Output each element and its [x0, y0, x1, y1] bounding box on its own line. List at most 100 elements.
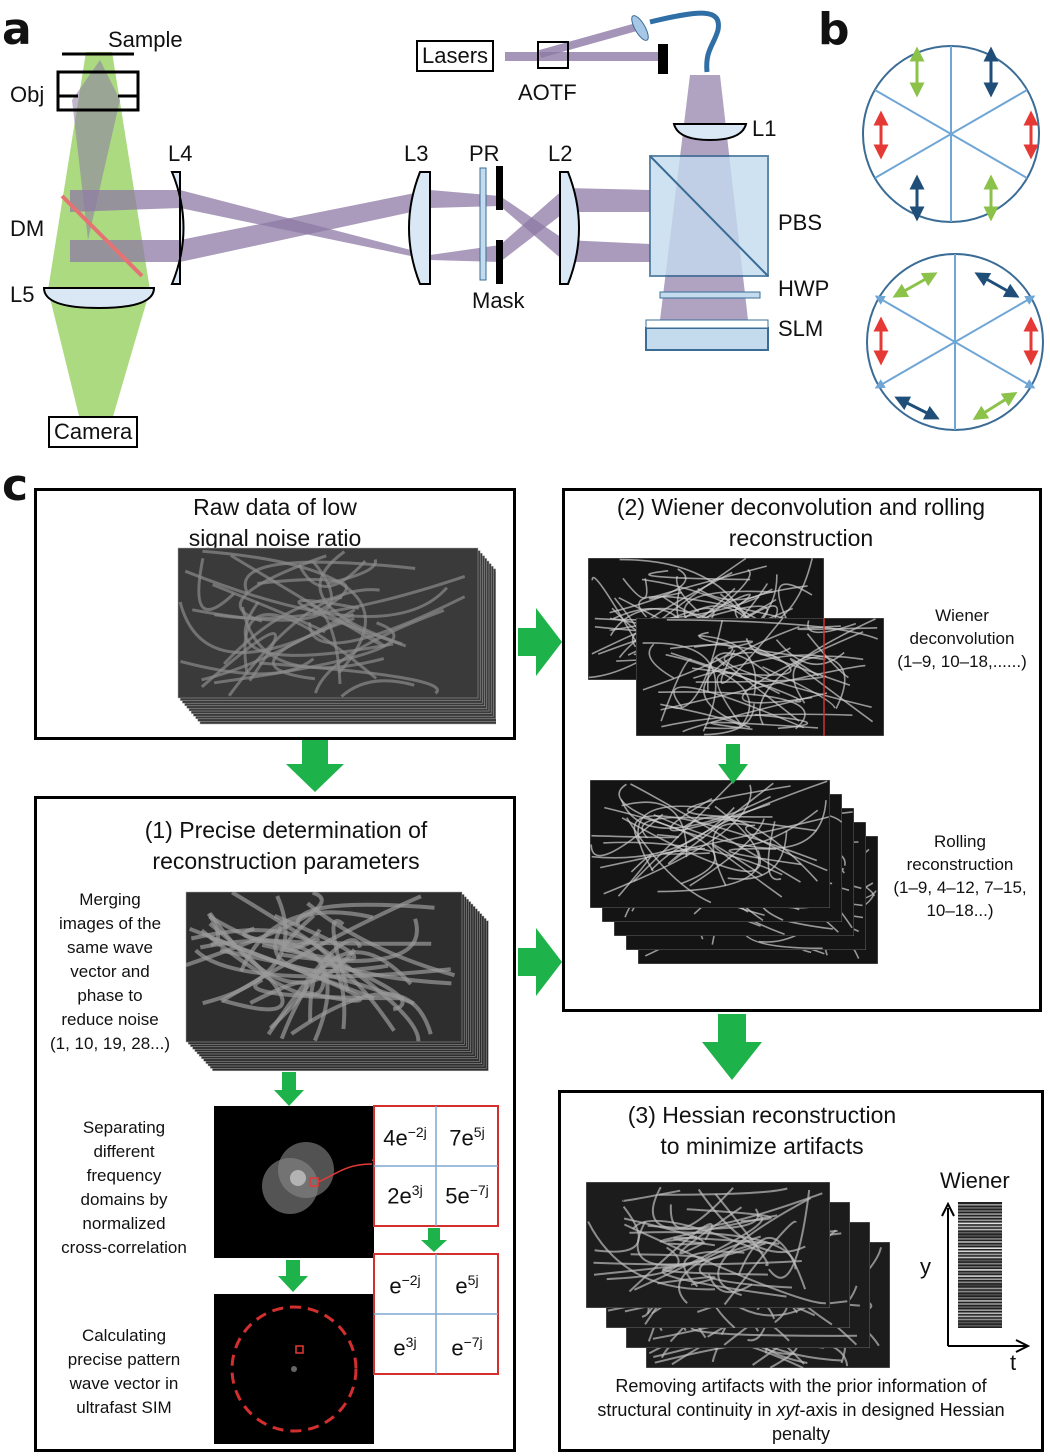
filament: [733, 1303, 812, 1317]
kymograph-stripe: [958, 1244, 1002, 1246]
kymograph-stripe: [958, 1306, 1002, 1308]
kymograph-stripe: [958, 1262, 1002, 1265]
wiener-deconvolution-images: [588, 558, 884, 736]
green-emission-beam: [48, 52, 150, 420]
dichroic-mirror: [60, 194, 144, 278]
filament: [308, 595, 466, 645]
step2-box: [562, 488, 1042, 1012]
kymograph-stripe: [958, 1204, 1002, 1206]
kymograph-stripe: [958, 1250, 1002, 1253]
separate-line: Separating: [82, 1118, 166, 1137]
arrow-step1-to-step2: [518, 928, 562, 996]
calc-text: Calculating precise pattern wave vector …: [44, 1324, 204, 1420]
filament: [684, 816, 818, 882]
filament: [609, 568, 687, 614]
kymograph-stripe: [958, 1225, 1002, 1228]
filament: [767, 821, 782, 881]
kymograph-stripe: [958, 1312, 1002, 1315]
raw-data-box: [34, 488, 516, 740]
kymograph-stripe: [958, 1247, 1002, 1249]
filament: [628, 1223, 713, 1293]
matrix-bottom-cell: e−2j: [389, 1272, 421, 1299]
filament: [666, 619, 878, 640]
label-mask: Mask: [472, 288, 525, 313]
lens-l3: [408, 171, 431, 285]
separate-line: different: [93, 1142, 155, 1161]
separate-text: Separating different frequency domains b…: [44, 1116, 204, 1260]
matrix-bottom-cell: e3j: [393, 1334, 417, 1361]
filament: [710, 721, 819, 731]
rolling-line: 10–18...): [926, 901, 994, 920]
aotf-box: [537, 41, 569, 69]
label-pr: PR: [469, 141, 500, 166]
kymograph-stripe: [958, 1324, 1002, 1327]
merge-line: images of the: [58, 914, 162, 933]
filament: [670, 620, 724, 709]
filament: [633, 1214, 764, 1291]
filament: [737, 1236, 807, 1290]
filament: [331, 919, 350, 992]
kymograph-stripe: [958, 1259, 1002, 1262]
separate-line: domains by: [80, 1190, 168, 1209]
filament: [623, 1223, 826, 1305]
filament: [703, 703, 755, 736]
laser-beam: [505, 52, 665, 61]
filament: [695, 675, 827, 683]
label-l1: L1: [752, 116, 777, 141]
kymograph-stripe: [958, 1300, 1002, 1302]
merge-line: phase to: [77, 986, 143, 1005]
filament: [180, 657, 315, 676]
merge-text: Merging images of the same wave vector a…: [40, 888, 180, 1056]
filament: [697, 634, 757, 696]
step1-title-line1: (1) Precise determination of: [144, 817, 428, 843]
arrow-wiener-to-rolling: [718, 744, 748, 784]
arrow-merge-to-separate: [274, 1072, 304, 1106]
filament: [197, 558, 235, 612]
y-axis-label: y: [920, 1254, 931, 1279]
matrix-top-cell: 4e−2j: [383, 1124, 427, 1151]
lens-l1: [672, 123, 748, 142]
separate-line: frequency: [86, 1166, 162, 1185]
kymograph-stripe: [958, 1213, 1002, 1215]
filament: [621, 817, 762, 873]
rolling-line: (1–9, 4–12, 7–15,: [893, 878, 1027, 897]
kymograph-stripe: [958, 1303, 1002, 1305]
step3-caption: Removing artifacts with the prior inform…: [562, 1374, 1040, 1446]
merged-image-stack: [185, 891, 489, 1072]
filament: [792, 655, 864, 704]
filament: [653, 800, 827, 849]
arrow-separate-to-calc: [278, 1260, 308, 1292]
caption-line: Removing artifacts with the prior inform…: [615, 1376, 987, 1396]
filament: [200, 928, 326, 997]
label-aotf: AOTF: [518, 80, 577, 105]
mask-lower: [496, 240, 503, 284]
filament: [340, 679, 415, 698]
excitation-beam-upper: [70, 188, 650, 262]
kymograph-stripe: [958, 1297, 1002, 1299]
rolling-line: reconstruction: [906, 855, 1014, 874]
kymograph-stripe: [958, 1272, 1002, 1274]
beam-to-sample: [72, 60, 120, 240]
filament: [807, 620, 857, 634]
arrow-raw-to-step2: [518, 608, 562, 676]
kymograph-stripe: [958, 1219, 1002, 1222]
filament: [648, 570, 751, 581]
filament: [243, 560, 416, 594]
kymograph-stripe: [958, 1241, 1002, 1243]
kymograph-stripe: [958, 1231, 1002, 1234]
merge-line: Merging: [79, 890, 141, 909]
matrix-top-cell: 7e5j: [449, 1124, 485, 1151]
merge-line: vector and: [70, 962, 150, 981]
filament: [591, 834, 679, 839]
filament: [606, 1246, 680, 1281]
filament: [622, 577, 648, 599]
label-pbs: PBS: [778, 210, 823, 235]
label-sample: Sample: [108, 27, 183, 52]
filament: [660, 658, 692, 722]
t-axis-label: t: [1010, 1350, 1017, 1375]
optical-setup-diagram: [42, 10, 769, 420]
matrix-top-cell: 2e3j: [387, 1182, 423, 1209]
label-l3: L3: [404, 141, 429, 166]
arrow-step2-to-step3: [702, 1014, 762, 1080]
kymograph-stripe: [958, 1210, 1002, 1212]
